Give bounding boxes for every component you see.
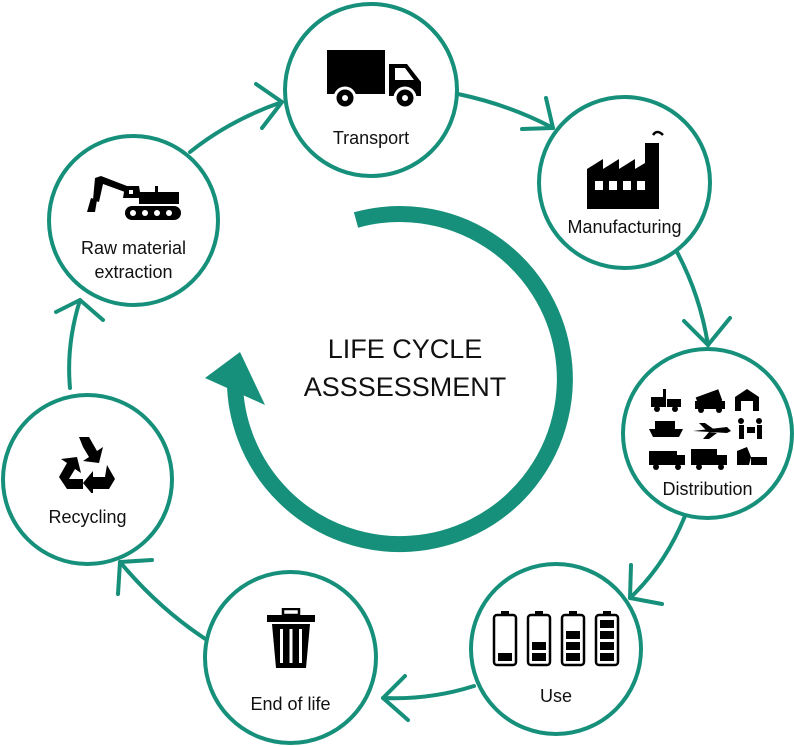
arrowhead-transport (254, 82, 284, 130)
arrowhead-endoflife (381, 674, 410, 722)
connector-endoflife-recycling (118, 560, 212, 644)
battery-icon (492, 611, 620, 667)
arrowhead-rawmaterial (54, 298, 105, 322)
connector-recycling-rawmaterial (67, 298, 82, 390)
stage-distribution: Distribution (621, 347, 794, 520)
connector-distribution-use (628, 514, 687, 600)
stage-recycling: Recycling (1, 393, 174, 566)
central-arrowhead (205, 352, 265, 405)
stage-transport: Transport (283, 2, 459, 178)
stage-label-end-of-life: End of life (250, 694, 331, 714)
arrowhead-use (628, 563, 664, 606)
trash-can-icon (267, 608, 315, 668)
excavator-icon (87, 176, 181, 220)
connector-manufacturing-distribution (675, 250, 710, 347)
center-title-line2: ASSSESSMENT (303, 372, 507, 402)
distribution-icons (649, 389, 767, 470)
stage-manufacturing: Manufacturing (537, 95, 712, 270)
stage-label-distribution: Distribution (662, 479, 753, 499)
stage-raw-material-extraction: Raw material extraction (47, 134, 220, 307)
arrowhead-distribution (682, 316, 732, 347)
stage-label-recycling: Recycling (48, 507, 127, 527)
center-title-line1: LIFE CYCLE (327, 334, 483, 364)
center-title: LIFE CYCLE ASSSESSMENT (290, 330, 520, 406)
connector-rawmaterial-transport (188, 100, 284, 154)
stage-label-raw-material-line1: Raw material (80, 238, 187, 258)
recycle-icon (59, 437, 115, 493)
stage-use: Use (469, 562, 643, 736)
stage-label-raw-material-line2: extraction (94, 262, 173, 282)
arrowhead-manufacturing (520, 96, 555, 131)
arrowhead-recycling (116, 558, 154, 596)
stage-label-raw-material: Raw material extraction (51, 236, 216, 284)
central-cycle-arrow (205, 206, 573, 553)
stage-label-transport: Transport (332, 128, 410, 148)
stage-end-of-life: End of life (203, 570, 378, 745)
connector-transport-manufacturing (456, 92, 555, 130)
stage-label-use: Use (539, 686, 572, 706)
stage-label-manufacturing: Manufacturing (567, 217, 682, 237)
factory-icon (587, 130, 664, 209)
truck-icon (327, 50, 421, 110)
connector-use-endoflife (381, 684, 476, 701)
